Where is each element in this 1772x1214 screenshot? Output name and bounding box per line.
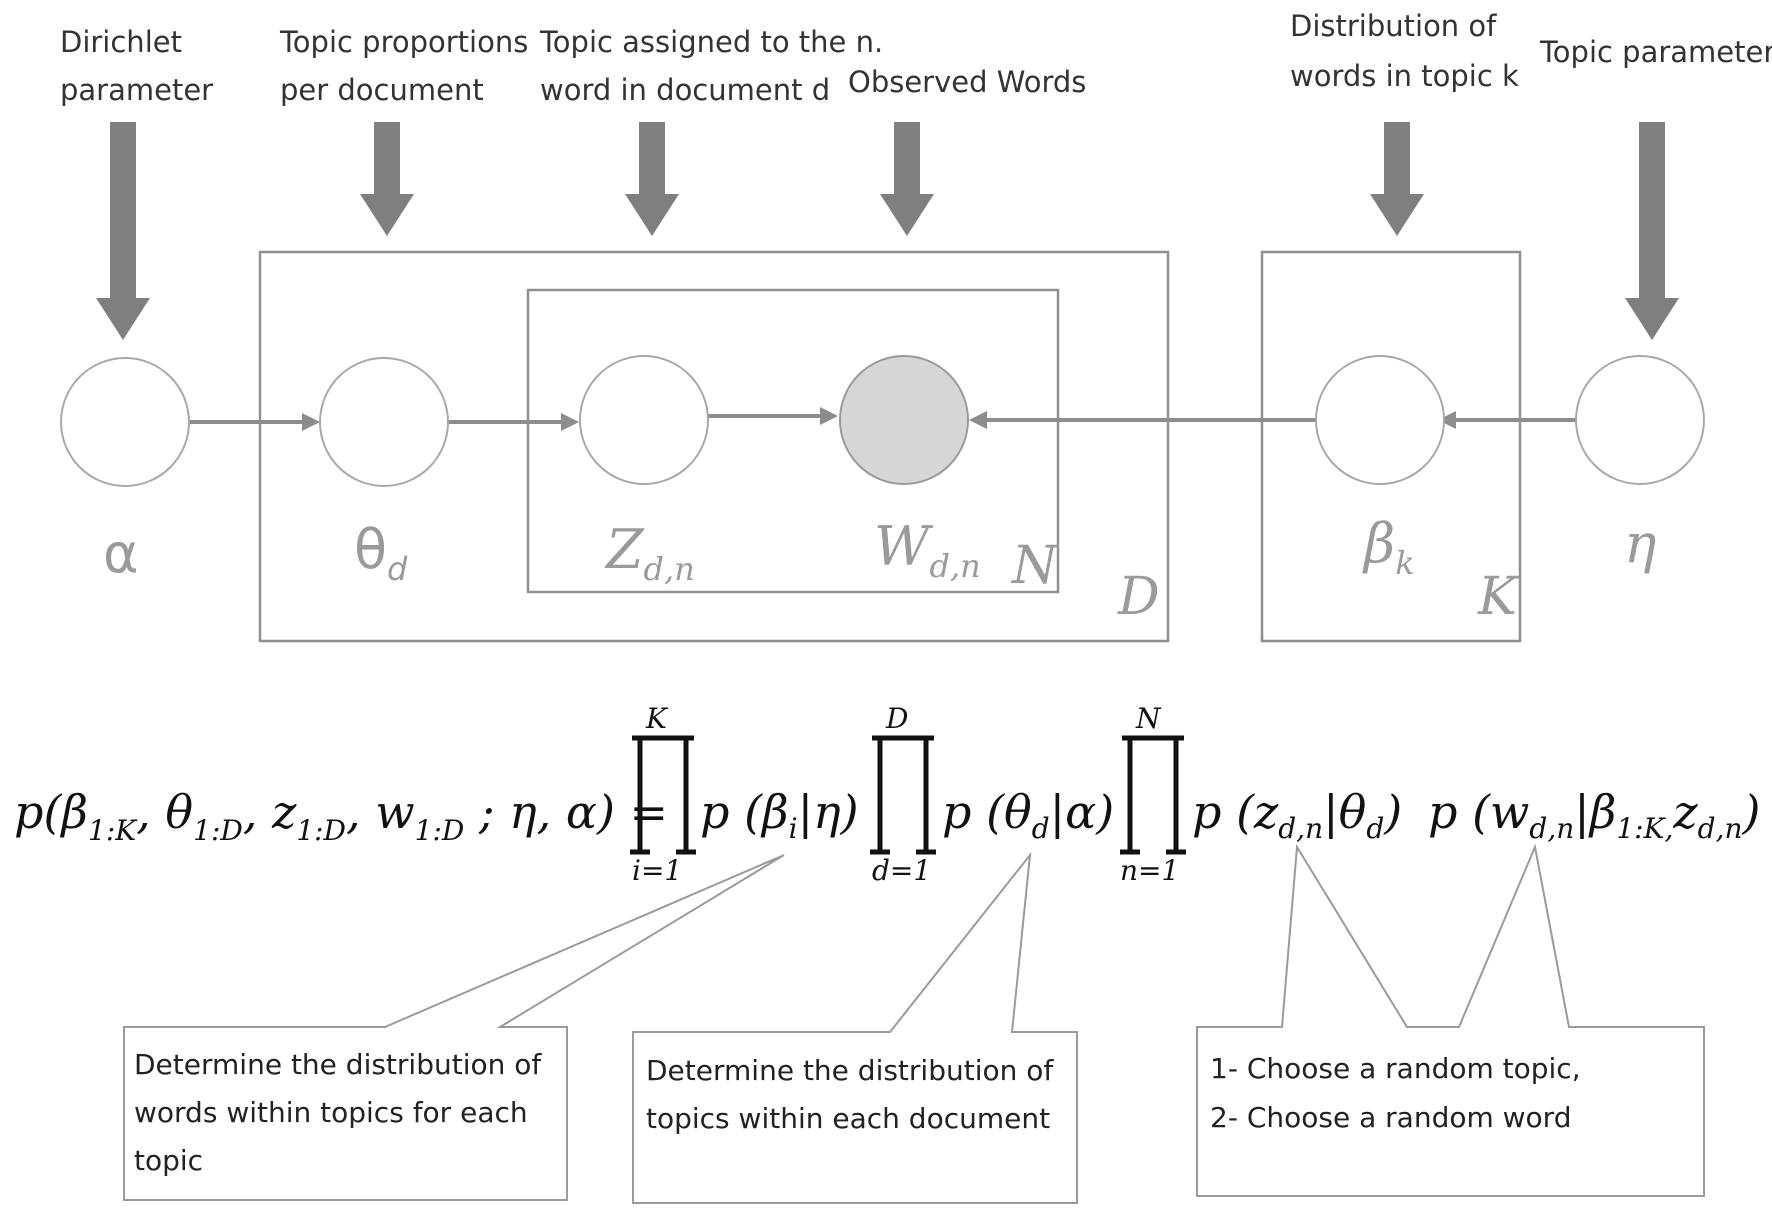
label-z: Topic assigned to the n. word in documen… (539, 25, 883, 107)
equation-lhs: p(β1:K, θ1:D, z1:D, w1:D ; η, α) = (14, 785, 668, 847)
plate-n (526, 288, 1060, 594)
symbol-theta: θd (354, 518, 408, 588)
svg-text:Distribution of: Distribution of (1290, 9, 1497, 43)
node-theta (319, 357, 449, 487)
svg-text:parameter: parameter (60, 73, 213, 107)
node-alpha (60, 357, 190, 487)
plate-label-n: N (1010, 536, 1059, 596)
plate-label-d: D (1117, 567, 1160, 627)
svg-text:1- Choose a random topic,: 1- Choose a random topic, (1210, 1052, 1581, 1085)
prod1-upper: K (645, 702, 669, 735)
prod1-lower: i=1 (632, 854, 682, 887)
svg-text:Topic proportions: Topic proportions (279, 25, 528, 59)
svg-text:word in document d: word in document d (540, 73, 830, 107)
label-eta: Topic parameter (1539, 35, 1772, 69)
label-alpha: Dirichlet parameter (60, 25, 213, 107)
callout-zw: 1- Choose a random topic, 2- Choose a ra… (1196, 843, 1705, 1197)
svg-text:topic: topic (134, 1144, 203, 1177)
term-w-given-beta-z: p (wd,n|β1:K,zd,n) (1428, 785, 1760, 845)
node-eta (1575, 355, 1705, 485)
node-w-observed (839, 355, 969, 485)
term-z-given-theta: p (zd,n|θd) (1192, 785, 1402, 845)
edges (189, 407, 1576, 431)
arrow-beta (1370, 122, 1424, 236)
joint-probability-equation: p(β1:K, θ1:D, z1:D, w1:D ; η, α) = K i=1… (14, 702, 1760, 887)
label-w: Observed Words (848, 65, 1086, 99)
arrow-alpha (96, 122, 150, 340)
prod2-lower: d=1 (872, 854, 931, 887)
prod2-upper: D (885, 702, 908, 735)
symbol-beta: βk (1362, 512, 1415, 582)
svg-text:2- Choose a random word: 2- Choose a random word (1210, 1101, 1571, 1134)
arrow-eta (1625, 122, 1679, 340)
node-z (579, 355, 709, 485)
label-theta: Topic proportions per document (279, 25, 528, 107)
symbol-w: Wd,n (874, 515, 981, 585)
svg-text:Dirichlet: Dirichlet (60, 25, 182, 59)
svg-text:words in topic k: words in topic k (1290, 59, 1519, 93)
svg-text:Determine the distribution of: Determine the distribution of (646, 1054, 1054, 1087)
term-theta-given-alpha: p (θd|α) (942, 785, 1114, 845)
svg-text:per document: per document (280, 73, 484, 107)
label-beta: Distribution of words in topic k (1290, 9, 1519, 93)
svg-text:Topic assigned to the n.: Topic assigned to the n. (539, 25, 883, 59)
callout-beta: Determine the distribution of words with… (123, 854, 785, 1201)
plate-label-k: K (1477, 567, 1520, 627)
svg-text:topics within each document: topics within each document (646, 1102, 1050, 1135)
plate-k (1260, 250, 1522, 643)
symbol-eta: η (1624, 512, 1656, 575)
svg-text:Observed Words: Observed Words (848, 65, 1086, 99)
symbol-z: Zd,n (604, 518, 695, 588)
arrow-w (880, 122, 934, 236)
arrow-theta (360, 122, 414, 236)
term-beta-given-eta: p (βi|η) (700, 785, 859, 845)
prod2-symbol (870, 735, 936, 855)
prod1-symbol (630, 735, 696, 855)
svg-text:Topic parameter: Topic parameter (1539, 35, 1772, 69)
svg-text:Determine the distribution of: Determine the distribution of (134, 1048, 542, 1081)
prod3-symbol (1120, 735, 1186, 855)
symbol-alpha: α (103, 522, 139, 585)
arrow-z (625, 122, 679, 236)
prod3-lower: n=1 (1120, 854, 1179, 887)
plate-d (258, 250, 1170, 643)
callout-theta: Determine the distribution of topics wit… (632, 851, 1078, 1204)
node-beta (1315, 355, 1445, 485)
prod3-upper: N (1135, 702, 1162, 735)
svg-text:words within topics for each: words within topics for each (134, 1096, 528, 1129)
